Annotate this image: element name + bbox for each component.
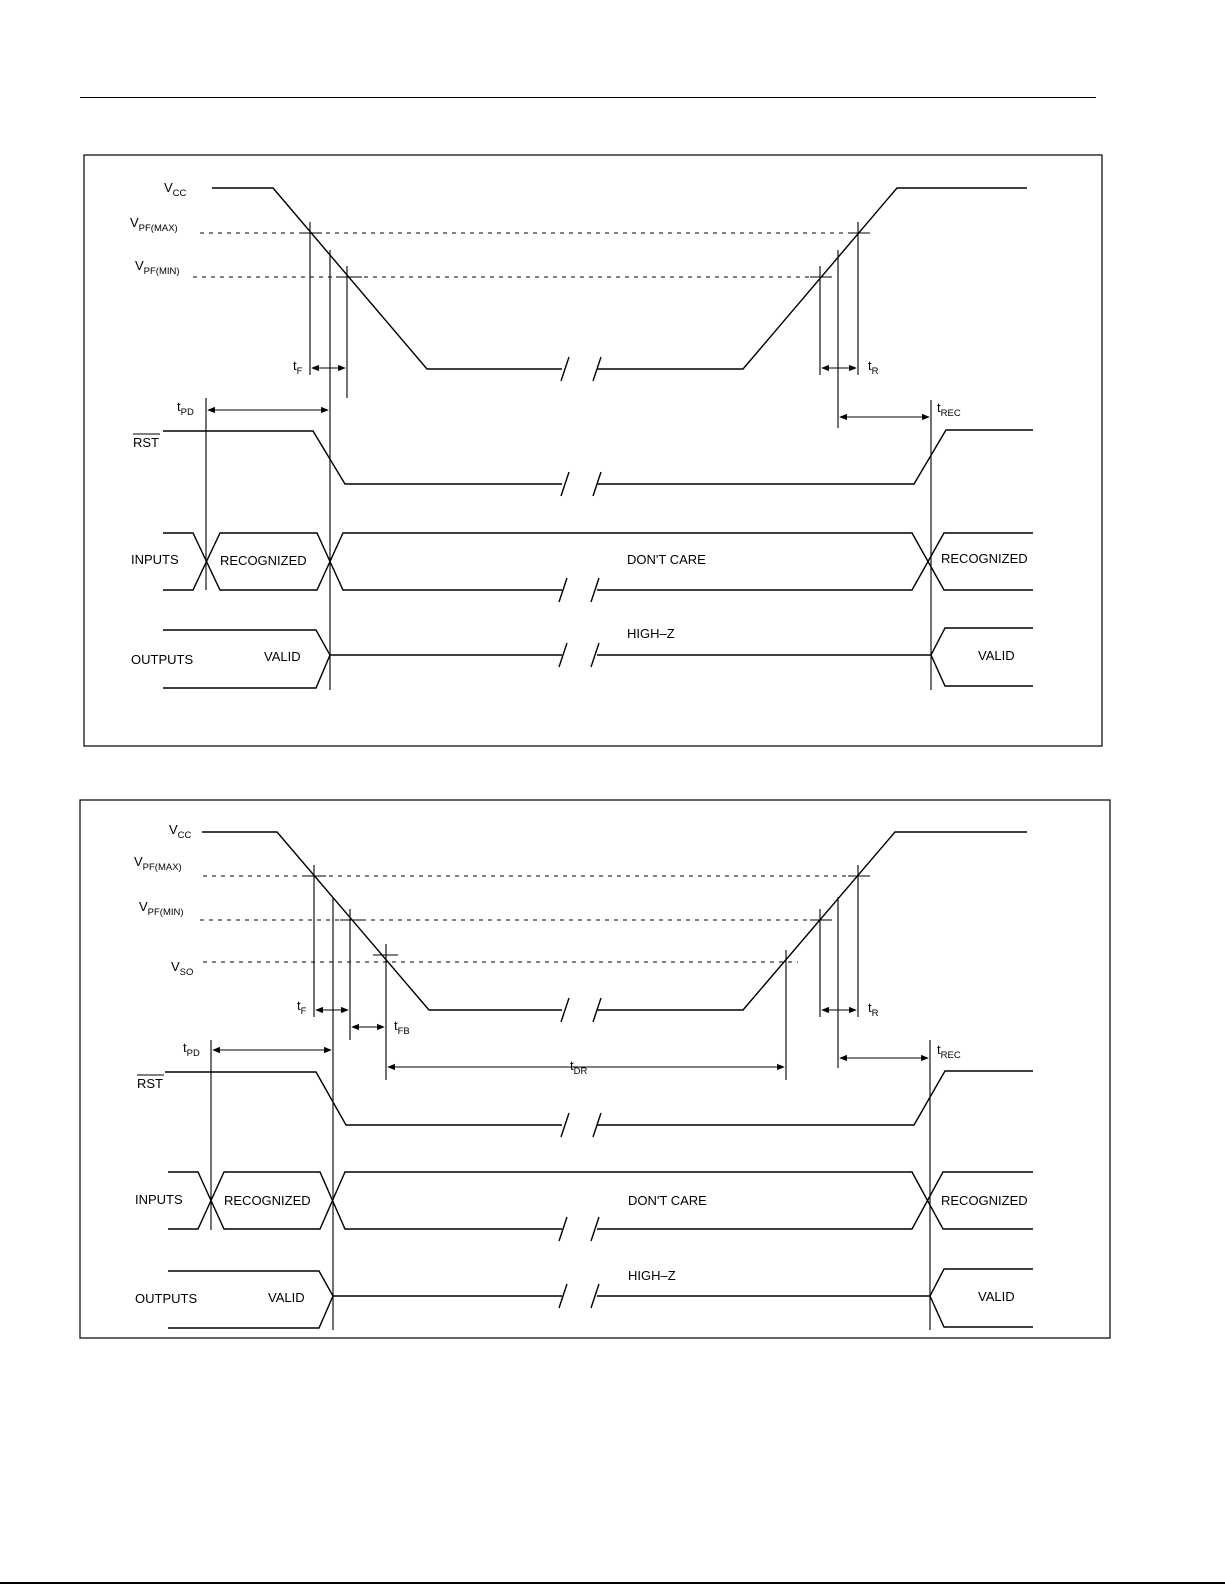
recognized-state-label: RECOGNIZED: [220, 553, 307, 568]
power-down-battery-diagram: VCC VPF(MAX) VPF(MIN) VSO RST INPUTS OUT…: [80, 800, 1110, 1338]
tr-label: tR: [868, 358, 879, 377]
high-z-state-label: HIGH–Z: [628, 1268, 676, 1283]
outputs-label: OUTPUTS: [131, 652, 193, 667]
tpd-label: tPD: [183, 1040, 200, 1059]
vcc-label: VCC: [164, 180, 187, 199]
vcc-waveform: [202, 832, 1027, 1022]
vpf-min-label: VPF(MIN): [135, 258, 180, 277]
tf-label: tF: [293, 358, 303, 377]
inputs-label: INPUTS: [135, 1192, 183, 1207]
rst-label: RST: [137, 1076, 163, 1091]
vcc-waveform: [212, 188, 1027, 381]
tpd-label: tPD: [177, 399, 194, 418]
valid-state-label: VALID: [268, 1290, 305, 1305]
rst-waveform: [163, 430, 1033, 496]
valid-state-label: VALID: [264, 649, 301, 664]
rst-waveform: [165, 1071, 1033, 1137]
recognized-state-label: RECOGNIZED: [224, 1193, 311, 1208]
valid-state-label: VALID: [978, 1289, 1015, 1304]
trec-label: tREC: [937, 400, 961, 419]
valid-state-label: VALID: [978, 648, 1015, 663]
rst-label: RST: [133, 435, 159, 450]
dont-care-state-label: DON'T CARE: [627, 552, 706, 567]
diagram1-frame: [84, 155, 1102, 746]
vpf-max-label: VPF(MAX): [134, 854, 182, 873]
inputs-label: INPUTS: [131, 552, 179, 567]
tfb-label: tFB: [394, 1018, 410, 1037]
tf-label: tF: [297, 998, 307, 1017]
vpf-min-label: VPF(MIN): [139, 899, 184, 918]
recognized-state-label: RECOGNIZED: [941, 1193, 1028, 1208]
footer-rule: [0, 1582, 1225, 1584]
vpf-max-label: VPF(MAX): [130, 215, 178, 234]
outputs-label: OUTPUTS: [135, 1291, 197, 1306]
vso-label: VSO: [171, 959, 193, 978]
high-z-state-label: HIGH–Z: [627, 626, 675, 641]
power-down-up-diagram: VCC VPF(MAX) VPF(MIN) RST INPUTS OUTPUTS: [84, 155, 1102, 746]
dont-care-state-label: DON'T CARE: [628, 1193, 707, 1208]
recognized-state-label: RECOGNIZED: [941, 551, 1028, 566]
diagram2-frame: [80, 800, 1110, 1338]
vcc-label: VCC: [169, 822, 192, 841]
tr-label: tR: [868, 1000, 879, 1019]
tdr-label: tDR: [570, 1058, 587, 1077]
trec-label: tREC: [937, 1042, 961, 1061]
